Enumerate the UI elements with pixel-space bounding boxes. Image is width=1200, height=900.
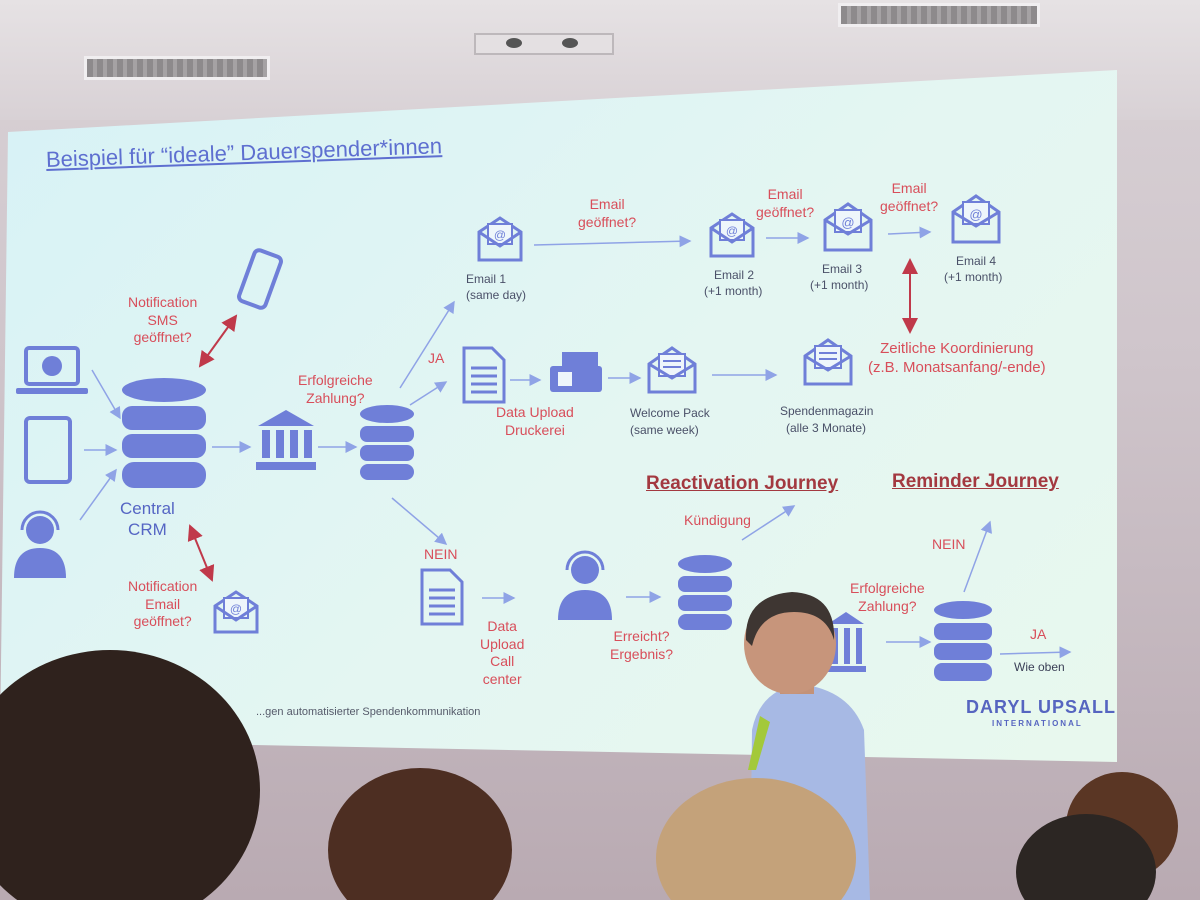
email-2-name: Email 2 xyxy=(714,268,755,282)
welcome-pack-timing: (same week) xyxy=(630,423,699,437)
as-above-label: Wie oben xyxy=(1014,660,1065,674)
envelope-icon xyxy=(803,338,853,386)
ceiling-vent-right xyxy=(838,3,1040,27)
payment-question-label: Erfolgreiche Zahlung? xyxy=(298,372,373,406)
audience-head-right-back xyxy=(1066,772,1178,880)
reached-result-label: Erreicht? Ergebnis? xyxy=(610,628,674,662)
email-3-name: Email 3 xyxy=(822,262,863,276)
reminder-payment-label: Erfolgreiche Zahlung? xyxy=(850,580,925,614)
ceiling-spotlight xyxy=(474,33,614,55)
tablet-icon xyxy=(24,416,72,484)
print-upload-label: Data Upload Druckerei xyxy=(496,404,574,438)
svg-text:@: @ xyxy=(230,602,242,616)
database-icon xyxy=(360,405,414,480)
reminder-no-label: NEIN xyxy=(932,536,966,552)
laptop-icon xyxy=(16,346,88,394)
email-4-timing: (+1 month) xyxy=(944,270,1003,284)
envelope-icon: @ xyxy=(213,590,259,634)
flow-arrows xyxy=(79,226,1072,659)
svg-text:@: @ xyxy=(969,207,982,222)
audience-head-blonde xyxy=(656,778,856,900)
bank-icon xyxy=(826,612,866,672)
reminder-yes-label: JA xyxy=(1030,626,1047,642)
reminder-journey-heading: Reminder Journey xyxy=(892,471,1059,492)
logo-name: DARYL UPSALL xyxy=(966,697,1117,717)
database-icon xyxy=(678,555,732,630)
svg-text:@: @ xyxy=(726,224,738,238)
svg-text:@: @ xyxy=(841,215,854,230)
envelope-icon: @ xyxy=(709,212,755,258)
email-2-timing: (+1 month) xyxy=(704,284,763,298)
reactivation-journey-heading: Reactivation Journey xyxy=(646,473,839,494)
audience-head-right-front xyxy=(1016,814,1156,900)
printer-icon xyxy=(550,352,602,392)
envelope-icon xyxy=(647,346,697,394)
cancellation-label: Kündigung xyxy=(684,512,751,528)
envelope-icon: @ xyxy=(477,216,523,262)
svg-text:@: @ xyxy=(494,228,506,242)
envelope-icon: @ xyxy=(823,202,873,252)
email-1-timing: (same day) xyxy=(466,288,527,302)
database-icon xyxy=(122,378,206,488)
magazine-timing: (alle 3 Monate) xyxy=(786,421,867,435)
document-icon xyxy=(462,346,506,404)
magazine-label: Spendenmagazin xyxy=(780,404,874,418)
smartphone-icon xyxy=(237,248,283,310)
email-opened-label-3: Email geöffnet? xyxy=(880,180,939,214)
company-logo: DARYL UPSALL INTERNATIONAL xyxy=(966,696,1116,729)
document-icon xyxy=(420,568,464,626)
payment-no-label: NEIN xyxy=(424,546,458,562)
coordination-label: Zeitliche Koordinierung (z.B. Monatsanfa… xyxy=(868,340,1046,376)
email-opened-label-1: Email geöffnet? xyxy=(578,196,637,230)
welcome-pack-label: Welcome Pack xyxy=(630,406,710,420)
email-4-name: Email 4 xyxy=(956,254,997,268)
payment-yes-label: JA xyxy=(428,350,445,366)
headset-agent-icon xyxy=(14,510,66,578)
envelope-icon: @ xyxy=(951,194,1001,244)
database-icon xyxy=(934,601,992,681)
central-crm-label: Central CRM xyxy=(120,499,175,540)
ceiling-vent-left xyxy=(84,56,270,80)
notification-email-label: Notification Email geöffnet? xyxy=(128,578,198,629)
bank-icon xyxy=(256,410,316,470)
email-opened-label-2: Email geöffnet? xyxy=(756,186,815,220)
audience-head-center xyxy=(328,768,512,900)
logo-sub: INTERNATIONAL xyxy=(992,718,1083,728)
email-3-timing: (+1 month) xyxy=(810,278,869,292)
headset-agent-icon xyxy=(558,550,612,620)
projected-slide: Beispiel für “ideale” Dauerspender*innen… xyxy=(0,70,1117,762)
callcenter-upload-label: Data Upload Call center xyxy=(480,618,525,687)
slide-footer: ...gen automatisierter Spendenkommunikat… xyxy=(256,706,481,718)
notification-sms-label: Notification SMS geöffnet? xyxy=(128,294,198,345)
email-1-name: Email 1 xyxy=(466,272,507,286)
